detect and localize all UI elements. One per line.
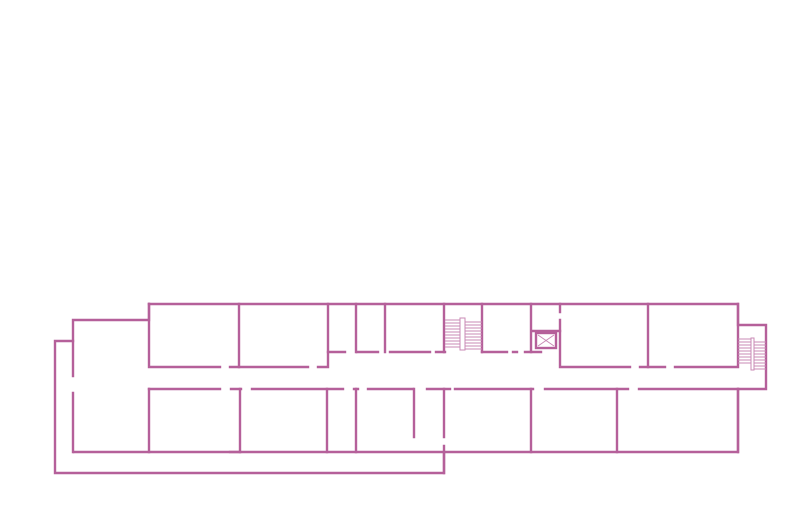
elevator (534, 331, 558, 350)
lower-rooms (147, 387, 740, 475)
stairwell-east (738, 337, 766, 371)
upper-rooms (147, 302, 740, 369)
stairwell-center (445, 317, 482, 351)
